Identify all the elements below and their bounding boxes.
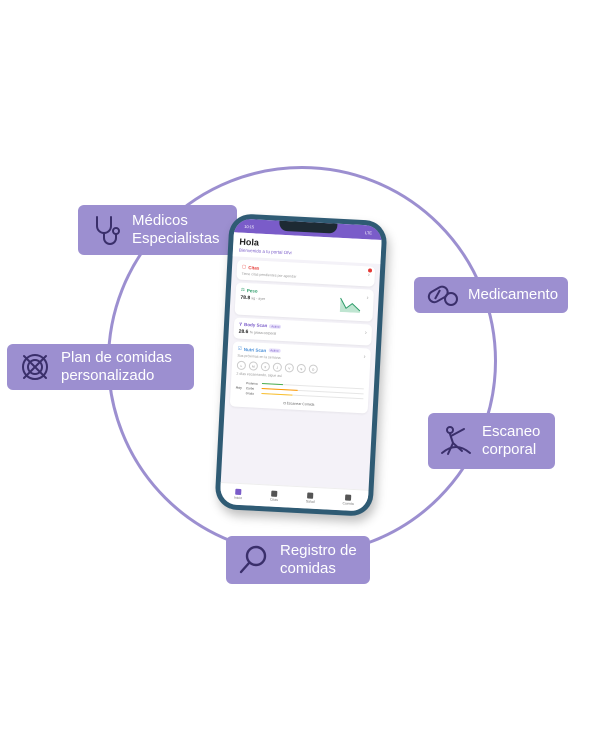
macro-name: Carbs xyxy=(245,385,255,391)
body-scan-title: Body Scan xyxy=(243,321,268,329)
checkbox-icon: ☑ xyxy=(237,345,242,351)
day-circle[interactable]: D xyxy=(308,364,319,374)
chevron-right-icon: › xyxy=(367,272,370,279)
day-circle[interactable]: J xyxy=(272,362,283,372)
status-badge: Activo xyxy=(268,348,281,353)
tab-label: Salud xyxy=(305,499,315,504)
escaneo-line1: Escaneo xyxy=(482,423,541,440)
chevron-right-icon: › xyxy=(364,330,367,337)
medicamento-label: Medicamento xyxy=(468,286,559,303)
today-label: Hoy xyxy=(235,385,243,390)
status-network: LTE xyxy=(364,229,373,236)
feature-medicos-especialistas[interactable]: Médicos Especialistas xyxy=(78,205,237,255)
body-stretch-icon xyxy=(438,423,474,459)
tab-label: Cuenta xyxy=(342,501,354,506)
scale-icon: ⚖ xyxy=(240,286,246,292)
nutri-scan-title: Nutri Scan xyxy=(243,346,267,353)
day-circle[interactable]: S xyxy=(296,363,307,374)
macro-name: Proteína xyxy=(246,380,258,386)
macro-fill xyxy=(261,392,293,396)
day-circle[interactable]: V xyxy=(284,363,295,373)
tab-label: Inicio xyxy=(233,495,243,501)
macro-fill xyxy=(262,382,283,386)
card-peso[interactable]: ⚖ Peso 78.8 kg - ayer › xyxy=(234,282,375,322)
card-body-scan[interactable]: Ÿ Body Scan Activo 28.6 % grasa corporal… xyxy=(233,317,373,346)
escaneo-line2: corporal xyxy=(482,441,537,458)
card-nutri-scan[interactable]: ☑ Nutri Scan Activo Sus próximas en la s… xyxy=(229,341,371,414)
chevron-right-icon: › xyxy=(366,295,369,302)
phone-mockup: 10:15 LTE Hola Bienvenido a tu portal Of… xyxy=(214,213,388,517)
scan-food-label: Escanear Comida xyxy=(286,401,315,407)
registro-line1: Registro de xyxy=(280,542,357,559)
day-circle[interactable]: X xyxy=(260,361,271,372)
tab-cuenta[interactable]: Cuenta xyxy=(342,494,354,506)
status-badge: Activo xyxy=(269,323,282,329)
feature-escaneo-corporal[interactable]: Escaneo corporal xyxy=(428,413,555,469)
phone-screen: 10:15 LTE Hola Bienvenido a tu portal Of… xyxy=(219,218,383,512)
shield-icon xyxy=(307,492,314,499)
registro-line2: comidas xyxy=(280,560,336,577)
calendar-icon xyxy=(271,490,278,497)
tab-inicio[interactable]: Inicio xyxy=(233,488,243,501)
home-icon xyxy=(235,488,242,496)
status-time: 10:15 xyxy=(244,223,255,229)
calendar-icon: ▢ xyxy=(241,263,247,270)
feature-medicamento[interactable]: Medicamento xyxy=(414,277,568,313)
plan-line2: personalizado xyxy=(61,367,155,384)
day-circle[interactable]: M xyxy=(248,361,259,371)
weight-trend-icon xyxy=(339,297,361,314)
body-icon: Ÿ xyxy=(238,321,243,327)
plate-cutlery-icon xyxy=(17,349,53,385)
chevron-right-icon: › xyxy=(363,354,366,361)
tab-citas[interactable]: Citas xyxy=(269,490,279,502)
medicos-line1: Médicos xyxy=(132,212,188,229)
peso-unit: kg - ayer xyxy=(251,296,266,302)
tab-salud[interactable]: Salud xyxy=(305,492,316,504)
peso-value: 78.8 xyxy=(240,294,251,302)
pill-icon xyxy=(424,277,460,313)
body-scan-unit: % grasa corporal xyxy=(249,330,277,336)
plan-line1: Plan de comidas xyxy=(61,349,172,366)
user-icon xyxy=(345,494,352,501)
citas-title: Citas xyxy=(248,264,260,271)
tab-label: Citas xyxy=(269,497,278,502)
magnifier-icon xyxy=(236,542,272,578)
medicos-line2: Especialistas xyxy=(132,230,220,247)
macro-name: Grasa xyxy=(245,390,254,396)
feature-registro-comidas[interactable]: Registro de comidas xyxy=(226,536,370,584)
macros-summary: Hoy Proteína Carbs Grasa xyxy=(235,380,364,402)
stethoscope-icon xyxy=(88,212,124,248)
day-circle[interactable]: L xyxy=(236,360,247,371)
peso-title: Peso xyxy=(246,287,258,294)
body-scan-value: 28.6 xyxy=(238,328,249,336)
feature-plan-comidas[interactable]: Plan de comidas personalizado xyxy=(7,344,194,390)
camera-icon: ◘ xyxy=(283,401,286,406)
